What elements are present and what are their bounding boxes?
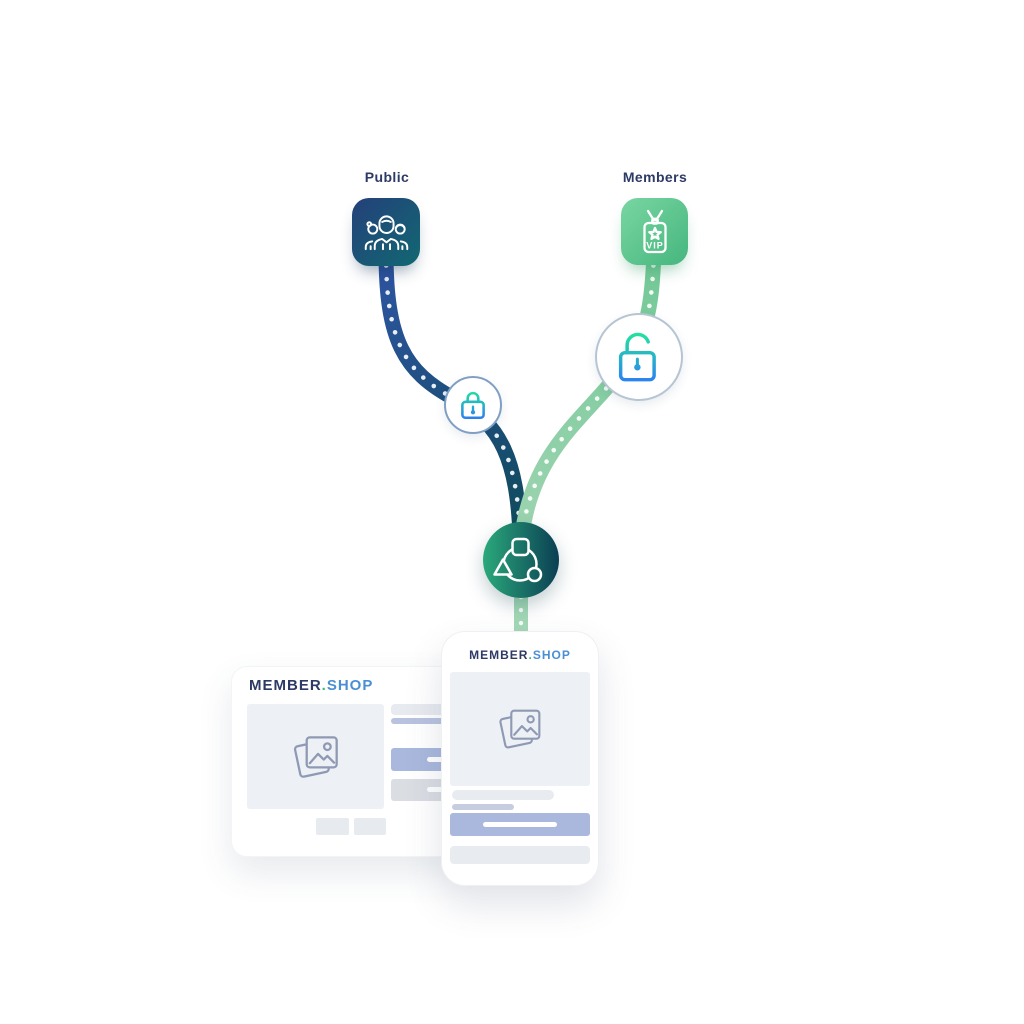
photo-placeholder-icon	[499, 709, 541, 749]
brand-secondary: SHOP	[326, 677, 374, 694]
members-icon-tile: VIP	[621, 198, 688, 265]
routing-hub	[483, 522, 559, 598]
members-path-dots	[519, 249, 657, 538]
public-icon-tile	[352, 198, 420, 266]
button-label-placeholder	[427, 787, 451, 792]
lock-closed-icon	[461, 391, 485, 420]
button-label-placeholder	[427, 757, 451, 762]
brand-separator: .	[321, 677, 327, 694]
people-group-icon	[364, 214, 408, 250]
mobile-text-placeholder	[452, 790, 554, 800]
brand-secondary: SHOP	[532, 648, 571, 662]
desktop-primary-button-placeholder	[391, 748, 454, 771]
desktop-thumbnail	[354, 818, 386, 835]
members-label: Members	[622, 169, 688, 185]
mobile-site-title: MEMBER.SHOP	[442, 648, 598, 662]
mobile-mockup: MEMBER.SHOP	[441, 631, 599, 886]
desktop-text-placeholder	[391, 718, 454, 724]
vip-badge-icon: VIP	[642, 209, 667, 253]
desktop-text-placeholder	[391, 704, 454, 715]
mobile-image-panel	[450, 672, 590, 786]
public-label: Public	[364, 169, 410, 185]
photo-placeholder-icon	[293, 735, 338, 778]
button-label-placeholder	[483, 822, 557, 827]
mobile-text-placeholder	[452, 804, 514, 810]
desktop-secondary-button-placeholder	[391, 779, 454, 801]
desktop-mockup: MEMBER.SHOP	[231, 666, 459, 857]
mobile-primary-button-placeholder	[450, 813, 590, 836]
brand-primary: MEMBER	[249, 677, 322, 694]
brand-separator: .	[528, 648, 533, 662]
vip-badge-text: VIP	[646, 240, 664, 250]
public-path-dots	[383, 249, 523, 538]
desktop-site-title: MEMBER.SHOP	[249, 677, 373, 694]
members-path-lock	[595, 313, 683, 401]
mobile-section-placeholder	[450, 846, 590, 864]
public-path-lock	[444, 376, 502, 434]
lock-open-icon	[618, 332, 656, 382]
brand-primary: MEMBER	[469, 648, 529, 662]
desktop-image-panel	[247, 704, 384, 809]
desktop-thumbnail	[316, 818, 349, 835]
shapes-sort-icon	[493, 537, 543, 583]
